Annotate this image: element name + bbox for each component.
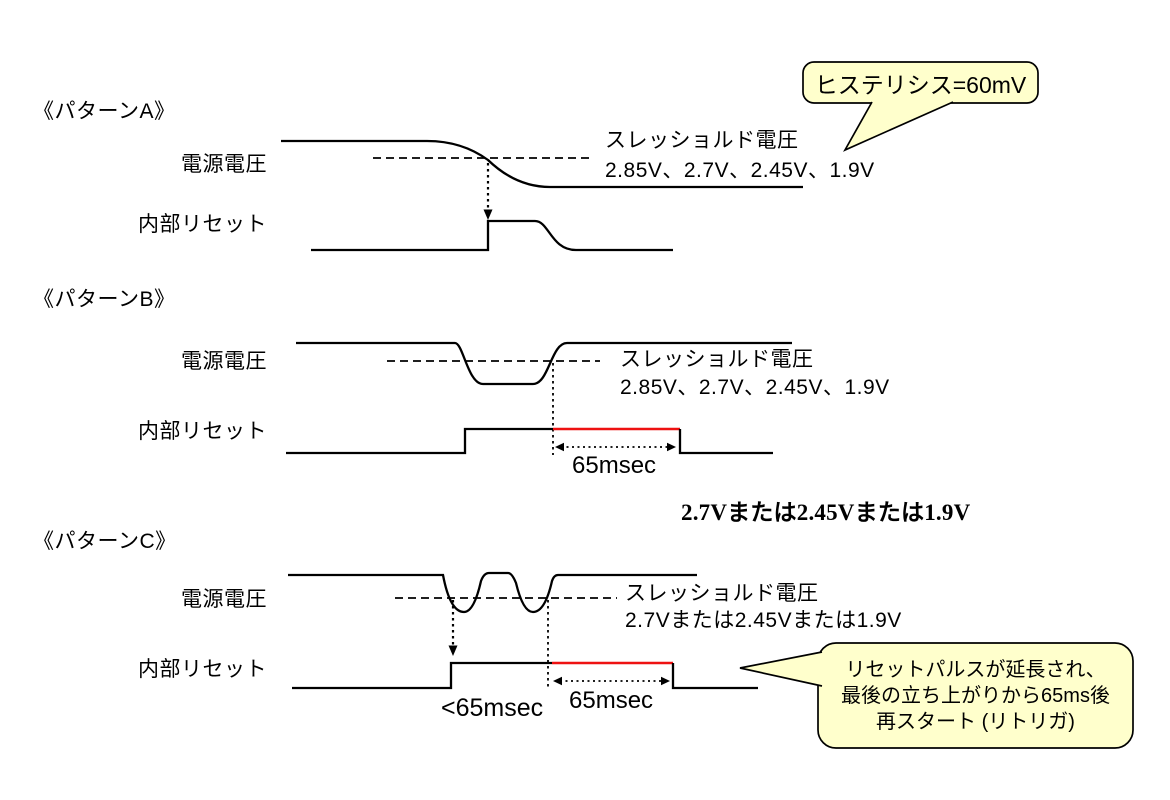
pattern-c-supply-label: 電源電圧 <box>181 588 267 611</box>
pattern-a-waveform-group <box>281 139 803 252</box>
retrigger-callout-text: リセットパルスが延長され、 最後の立ち上がりから65ms後 再スタート (リトリ… <box>818 643 1133 748</box>
pattern-b-waveform-group <box>286 341 792 455</box>
pattern-c-reset-waveform-end <box>671 663 758 690</box>
hysteresis-callout-tail <box>843 101 954 152</box>
pattern-a-threshold-values: 2.85V、2.7V、2.45V、1.9V <box>605 159 875 182</box>
pattern-b-reset-waveform-end <box>678 429 773 455</box>
pattern-b-reset-label: 内部リセット <box>138 420 267 443</box>
pattern-b-arrowhead-right-icon <box>667 442 676 452</box>
pattern-a-arrowhead-down-icon <box>483 209 493 220</box>
pattern-c-title: 《パターンC》 <box>33 530 177 553</box>
pattern-a-threshold-title: スレッショルド電圧 <box>605 129 799 152</box>
retrigger-callout-line2: 最後の立ち上がりから65ms後 <box>841 684 1110 707</box>
pattern-b-threshold-values: 2.85V、2.7V、2.45V、1.9V <box>620 376 890 399</box>
pattern-c-threshold-title: スレッショルド電圧 <box>625 582 819 605</box>
pattern-c-arrowhead-right-icon <box>661 676 670 686</box>
pattern-c-duration-label: 65msec <box>569 687 654 714</box>
retrigger-callout-box <box>817 642 1134 749</box>
pattern-c-short-duration-label: <65msec <box>441 694 544 722</box>
pattern-b-supply-label: 電源電圧 <box>181 350 267 373</box>
pattern-b-voltage-note: 2.7Vまたは2.45Vまたは1.9V <box>681 500 971 525</box>
pattern-a-supply-waveform <box>281 139 803 189</box>
pattern-b-title: 《パターンB》 <box>33 288 176 311</box>
pattern-a-title: 《パターンA》 <box>33 100 176 123</box>
pattern-a-reset-label: 内部リセット <box>138 213 267 236</box>
retrigger-callout-bubble <box>739 642 1134 749</box>
pattern-b-threshold-title: スレッショルド電圧 <box>620 348 814 371</box>
pattern-a-reset-waveform <box>311 219 673 252</box>
pattern-c-reset-waveform <box>292 661 552 690</box>
retrigger-callout-line1: リセットパルスが延長され、 <box>845 658 1106 681</box>
pattern-c-arrowhead-down-icon <box>448 645 458 656</box>
pattern-b-reset-waveform <box>286 427 553 455</box>
pattern-c-reset-label: 内部リセット <box>138 658 267 681</box>
pattern-c-arrowhead-left-icon <box>553 676 562 686</box>
hysteresis-callout-bubble <box>802 61 1039 152</box>
pattern-c-waveform-group <box>288 571 758 690</box>
pattern-c-threshold-values: 2.7Vまたは2.45Vまたは1.9V <box>625 609 902 632</box>
pattern-c-supply-waveform <box>288 571 697 614</box>
retrigger-callout-line3: 再スタート (リトリガ) <box>876 710 1075 733</box>
pattern-a-supply-label: 電源電圧 <box>181 153 267 176</box>
retrigger-callout-tail <box>739 651 823 687</box>
pattern-b-duration-label: 65msec <box>572 452 657 479</box>
hysteresis-callout-text: ヒステリシス=60mV <box>814 71 1027 98</box>
pattern-b-supply-waveform <box>296 341 792 386</box>
pattern-b-arrowhead-left-icon <box>555 442 564 452</box>
